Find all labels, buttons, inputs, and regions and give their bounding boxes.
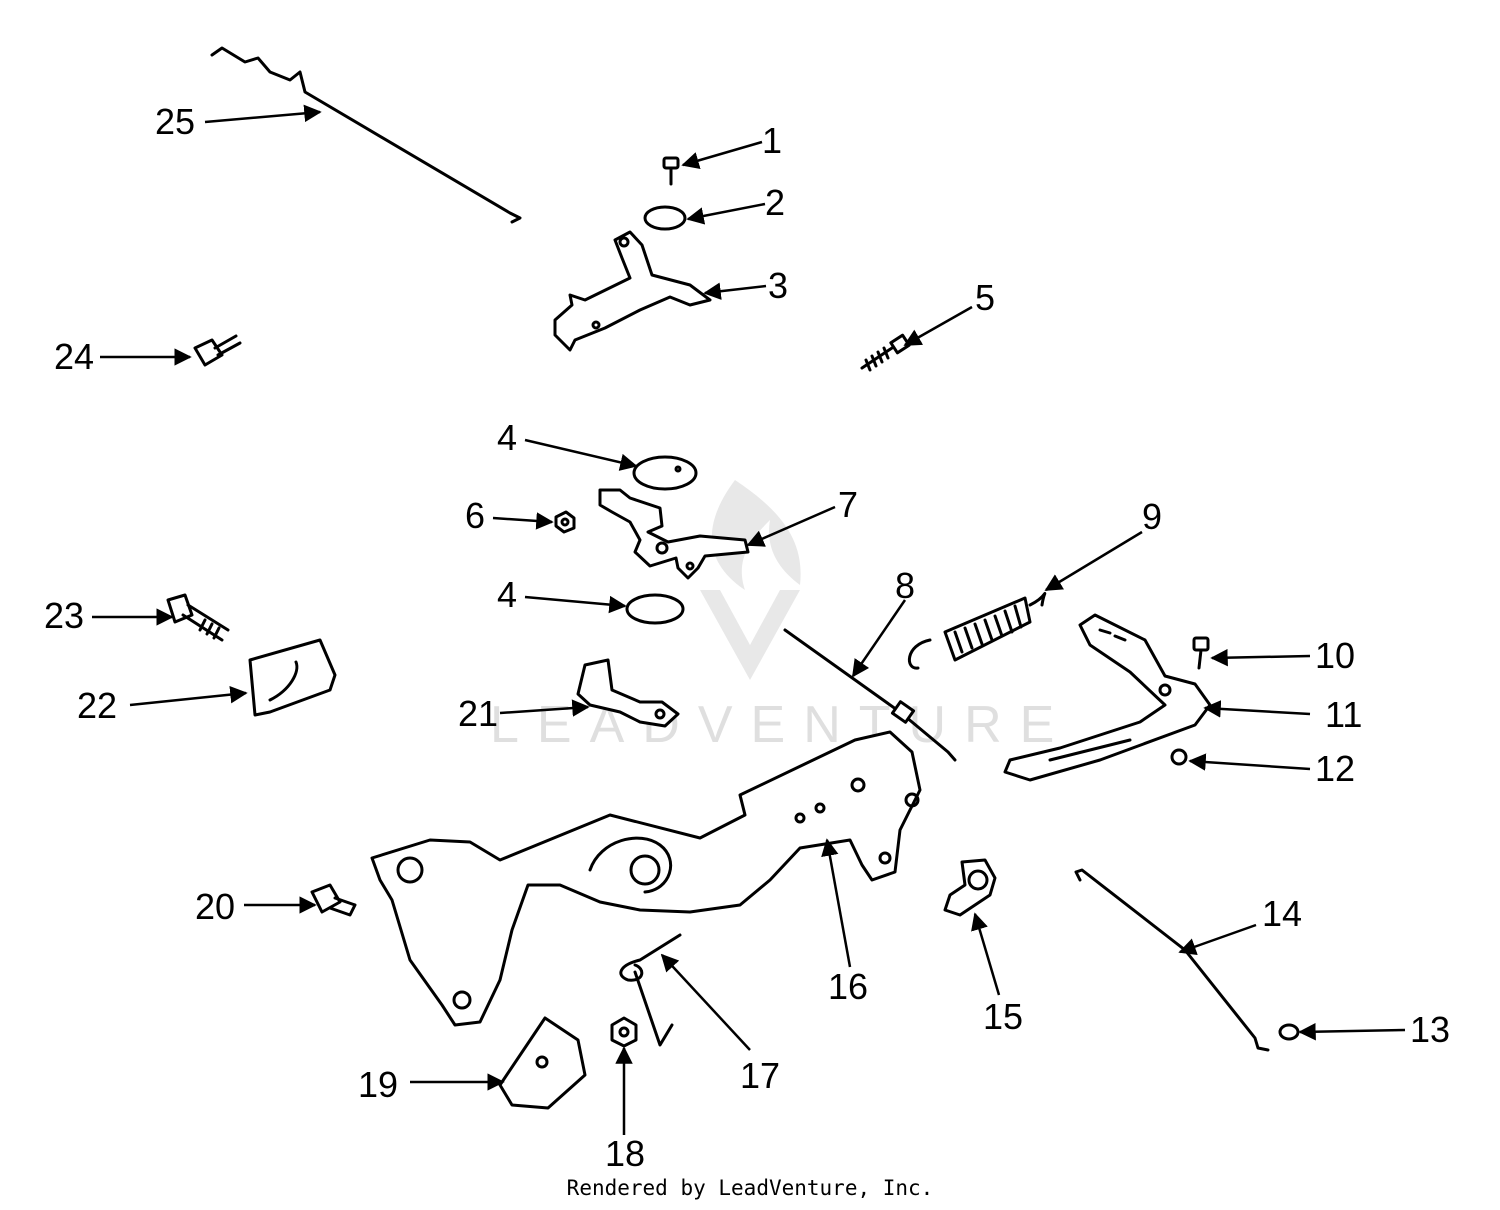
part-13-clip — [1278, 1022, 1406, 1041]
part-19-block — [410, 1016, 587, 1110]
part-6-nut — [492, 510, 576, 534]
callout-13: 13 — [1410, 1009, 1450, 1050]
part-15-clamp — [943, 858, 1001, 996]
callout-3: 3 — [768, 265, 788, 306]
callout-9: 9 — [1142, 496, 1162, 537]
callout-2: 2 — [765, 182, 785, 223]
part-24-bolt — [100, 334, 242, 367]
part-12-nut — [1170, 748, 1311, 771]
callout-4a: 4 — [497, 417, 517, 458]
callout-24: 24 — [54, 336, 94, 377]
part-9-spring — [907, 530, 1143, 670]
part-20-bolt — [244, 883, 357, 917]
callout-19: 19 — [358, 1064, 398, 1105]
callout-1: 1 — [762, 120, 782, 161]
part-4a-washer — [524, 438, 698, 491]
part-1-bolt — [662, 140, 763, 186]
callout-6: 6 — [465, 495, 485, 536]
callout-25: 25 — [155, 101, 195, 142]
callout-23: 23 — [44, 595, 84, 636]
part-10-screw — [1192, 636, 1311, 670]
part-5-screw — [860, 305, 973, 372]
callout-20: 20 — [195, 886, 235, 927]
watermark-text: LEADVENTURE — [490, 696, 1072, 754]
part-17-spring — [619, 933, 751, 1051]
callout-16: 16 — [828, 966, 868, 1007]
callout-22: 22 — [77, 685, 117, 726]
part-4b-washer — [524, 593, 685, 625]
callout-12: 12 — [1315, 748, 1355, 789]
part-14-rod — [1074, 868, 1270, 1052]
part-16-bracket — [370, 730, 922, 1027]
callout-10: 10 — [1315, 635, 1355, 676]
part-2-washer — [643, 202, 766, 231]
part-22-clip — [129, 638, 337, 717]
callout-17: 17 — [740, 1055, 780, 1096]
callout-7: 7 — [838, 484, 858, 525]
part-25-rod — [204, 46, 522, 224]
part-7-lever — [598, 488, 836, 580]
callout-11: 11 — [1325, 694, 1362, 735]
watermark: LEADVENTURE — [490, 480, 1072, 754]
callout-8: 8 — [895, 565, 915, 606]
part-21-lever — [499, 658, 680, 728]
callouts: 1 2 3 4 4 5 6 7 8 9 10 11 12 13 14 15 16… — [44, 101, 1450, 1174]
part-18-nut — [610, 1016, 638, 1135]
callout-4b: 4 — [497, 574, 517, 615]
footer-credit: Rendered by LeadVenture, Inc. — [566, 1176, 934, 1200]
callout-5: 5 — [975, 277, 995, 318]
part-23-bolt — [92, 593, 230, 642]
part-3-bracket — [553, 230, 767, 352]
callout-14: 14 — [1262, 893, 1302, 934]
callout-18: 18 — [605, 1133, 645, 1174]
part-11-lever — [1003, 613, 1311, 782]
part-8-rod — [783, 599, 957, 762]
callout-21: 21 — [458, 693, 498, 734]
callout-15: 15 — [983, 996, 1023, 1037]
